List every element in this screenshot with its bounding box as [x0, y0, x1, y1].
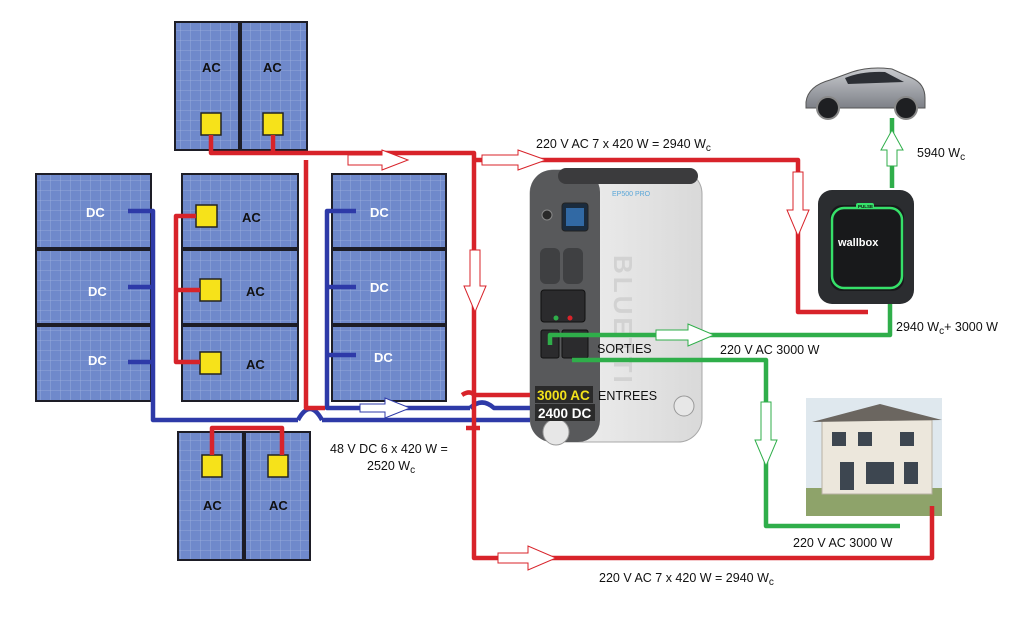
house-icon	[806, 398, 942, 516]
arrow-down-icon	[754, 401, 778, 468]
dc-array-label-line1: 48 V DC 6 x 420 W =	[330, 442, 448, 456]
charger-badge	[856, 203, 874, 209]
output-ac-label: 220 V AC 3000 W	[720, 343, 820, 357]
ac-array-top-label: 220 V AC 7 x 420 W = 2940 Wc	[536, 137, 711, 154]
power-station-brand-text: BLUETTI	[608, 255, 638, 386]
panel-label: DC	[370, 280, 389, 295]
arrow-right-icon	[497, 545, 558, 571]
car-window	[845, 71, 904, 84]
solar-panel	[181, 325, 299, 402]
wheel	[673, 395, 695, 417]
micro-inverter	[199, 278, 222, 302]
sorties-label: SORTIES	[597, 342, 652, 356]
arrow-down-icon	[786, 171, 810, 238]
ev-charger-icon: PULSE wallbox	[818, 190, 914, 304]
house-window	[900, 432, 914, 446]
panel-label: AC	[203, 498, 222, 513]
micro-inverter	[195, 204, 218, 228]
micro-inverter	[200, 112, 222, 136]
house-window	[832, 432, 846, 446]
panel-label: AC	[242, 210, 261, 225]
input-ac-label: 3000 AC	[537, 388, 590, 403]
port-led	[553, 315, 559, 321]
panel-label: DC	[86, 205, 105, 220]
power-station-screen-glow	[566, 208, 584, 226]
input-ac-highlight	[535, 386, 593, 403]
house-window	[858, 432, 872, 446]
power-station: EP500 PRO BLUETTI	[529, 168, 703, 446]
entrees-label: ENTREES	[598, 389, 657, 403]
car-wheel	[816, 96, 840, 120]
power-button-icon	[541, 209, 553, 221]
input-dc-label: 2400 DC	[538, 406, 592, 421]
charger-brand-text: wallbox	[837, 237, 879, 249]
micro-inverter	[201, 454, 223, 478]
dc-flow-arrows	[359, 397, 412, 419]
house-roof	[812, 404, 942, 422]
wallbox-feed-label: 2940 Wc+ 3000 W	[896, 320, 998, 337]
micro-inverter	[267, 454, 289, 478]
panel-label: DC	[88, 284, 107, 299]
arrow-right-icon	[481, 149, 548, 171]
car-wheel	[894, 96, 918, 120]
ac-outlet-panel	[540, 289, 586, 323]
arrow-up-icon	[880, 128, 904, 167]
arrow-right-icon	[359, 397, 412, 419]
panel-label: AC	[263, 60, 282, 75]
house-feed-label: 220 V AC 3000 W	[793, 536, 893, 550]
arrow-right-icon	[347, 149, 410, 171]
port-led	[567, 315, 573, 321]
flow-arrows	[347, 149, 810, 571]
output-flow-arrows	[655, 128, 904, 468]
input-dc-highlight	[535, 404, 595, 421]
micro-inverter	[199, 351, 222, 375]
micro-inverter	[262, 112, 284, 136]
panel-label: DC	[370, 205, 389, 220]
panel-label: AC	[246, 284, 265, 299]
panel-label: AC	[246, 357, 265, 372]
panel-label: AC	[202, 60, 221, 75]
wheel	[542, 418, 570, 446]
arrow-down-icon	[463, 249, 487, 314]
power-station-model-text: EP500 PRO	[612, 191, 651, 198]
panel-array-ac-top: AC AC	[174, 21, 308, 151]
panel-array-ac-middle: AC AC AC	[181, 173, 299, 402]
house-window	[904, 462, 918, 484]
dc-array-label-line2: 2520 Wc	[367, 459, 415, 476]
ev-total-label: 5940 Wc	[917, 146, 965, 163]
house-window	[866, 462, 894, 484]
arrow-right-icon	[655, 323, 716, 347]
charger-face	[830, 205, 904, 291]
house-door	[840, 462, 854, 490]
panel-label: DC	[374, 350, 393, 365]
panel-label: AC	[269, 498, 288, 513]
panel-array-ac-bottom: AC AC	[177, 431, 311, 561]
ac-array-bottom-label: 220 V AC 7 x 420 W = 2940 Wc	[599, 571, 774, 588]
power-station-top	[558, 168, 698, 184]
solar-panel	[244, 431, 311, 561]
solar-panel	[331, 325, 447, 402]
panel-label: DC	[88, 353, 107, 368]
charger-badge-text: PULSE	[858, 204, 873, 209]
vent-grille	[540, 248, 583, 284]
car-icon	[805, 67, 926, 120]
